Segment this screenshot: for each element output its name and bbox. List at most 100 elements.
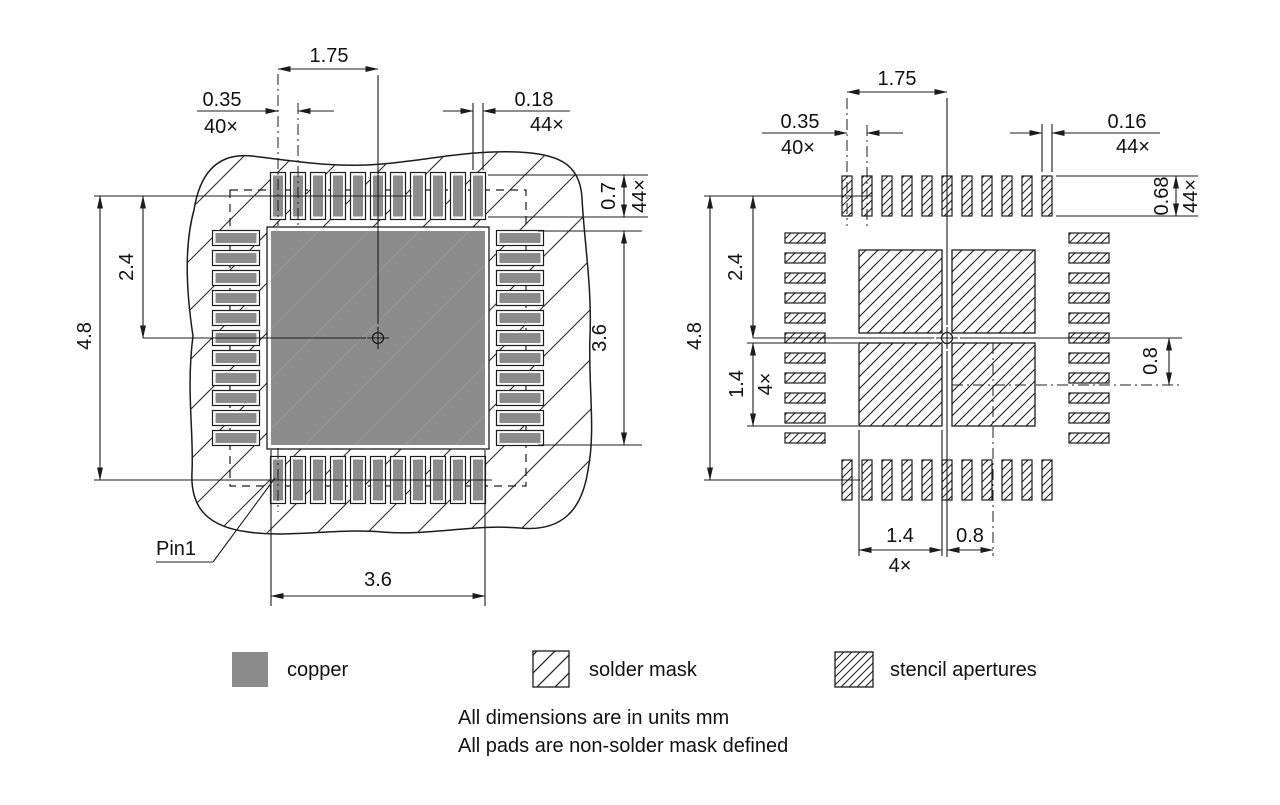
stencil-legend-label: stencil apertures	[890, 659, 1037, 681]
aperture-left	[784, 432, 826, 444]
pad-copper-right	[499, 433, 541, 443]
dim-label: 0.8	[1140, 347, 1162, 375]
dim-qty-label: 44×	[1180, 179, 1202, 213]
pad-copper-left	[215, 393, 257, 403]
dim-pad-length-left: 0.7 44×	[488, 174, 651, 218]
dim-label: 0.7	[598, 182, 620, 210]
note-nsmd: All pads are non-solder mask defined	[458, 735, 788, 757]
pad-copper-right	[499, 293, 541, 303]
dim-label: 0.35	[203, 89, 242, 111]
dim-center-offset-left: 2.4	[116, 195, 146, 339]
copper-pads	[211, 171, 545, 505]
aperture-right	[1068, 372, 1110, 384]
dim-qty-label: 44×	[530, 114, 564, 136]
aperture-top	[1041, 175, 1053, 217]
pad-copper-right	[499, 413, 541, 423]
solder-mask-swatch-hatch	[533, 651, 569, 687]
aperture-left	[784, 392, 826, 404]
pad-copper-left	[215, 313, 257, 323]
dim-square-size-side: 1.4 4×	[726, 342, 858, 427]
dim-qty-label: 4×	[755, 373, 777, 396]
center-crosshair-icon	[367, 327, 389, 349]
aperture-bottom	[1001, 459, 1013, 501]
aperture-bottom	[921, 459, 933, 501]
dim-qty-label: 44×	[1116, 136, 1150, 158]
solder-mask-legend-label: solder mask	[589, 659, 698, 681]
dim-label: 3.6	[364, 569, 392, 591]
dim-qty-label: 4×	[889, 555, 912, 577]
dim-label: 1.75	[310, 45, 349, 67]
aperture-top	[981, 175, 993, 217]
dim-center-offset-right: 2.4	[725, 195, 756, 339]
dim-label: 1.4	[726, 370, 748, 398]
aperture-top	[881, 175, 893, 217]
dim-label: 1.75	[878, 68, 917, 90]
stencil-swatch	[834, 651, 874, 688]
aperture-right	[1068, 232, 1110, 244]
pad-copper-right	[499, 353, 541, 363]
aperture-left	[784, 252, 826, 264]
aperture-left	[784, 312, 826, 324]
dim-label: 4.8	[684, 322, 706, 350]
aperture-right	[1068, 272, 1110, 284]
aperture-top	[1021, 175, 1033, 217]
pad-copper-right	[499, 313, 541, 323]
aperture-left	[784, 292, 826, 304]
pin1-callout: Pin1	[156, 477, 276, 563]
pad-copper-top	[413, 175, 423, 217]
aperture-right	[1068, 392, 1110, 404]
aperture-left	[784, 352, 826, 364]
center-crosshair-icon	[936, 327, 958, 349]
aperture-top	[901, 175, 913, 217]
aperture-top	[961, 175, 973, 217]
aperture-left	[784, 232, 826, 244]
stencil-apertures-view: 1.75 0.35 40× 0.16 44× 0.68 44×	[684, 68, 1202, 577]
pad-copper-right	[499, 253, 541, 263]
copper-swatch	[232, 652, 268, 687]
copper-solder-mask-view: 1.75 0.35 40× 0.18 44× 0.7 44×	[74, 45, 651, 606]
aperture-left	[784, 372, 826, 384]
dim-pad-width-left: 0.18 44×	[443, 89, 570, 170]
dim-pitch-left: 0.35 40×	[197, 89, 334, 226]
aperture-left	[784, 272, 826, 284]
dim-overall-right: 4.8	[684, 195, 872, 481]
legend: copper solder mask stencil apertures	[232, 650, 1037, 688]
aperture-right	[1068, 432, 1110, 444]
pad-copper-top	[433, 175, 443, 217]
dim-label: 2.4	[116, 253, 138, 281]
aperture-top	[1001, 175, 1013, 217]
dim-row-span-right-left: 3.6	[538, 230, 642, 446]
pad-copper-left	[215, 293, 257, 303]
dim-label: 0.68	[1151, 177, 1173, 216]
dim-label: 0.16	[1108, 111, 1147, 133]
dim-aperture-width-right: 0.16 44×	[1010, 111, 1160, 172]
dim-label: 4.8	[74, 322, 96, 350]
aperture-right	[1068, 312, 1110, 324]
pad-copper-left	[215, 433, 257, 443]
dim-qty-label: 44×	[629, 179, 651, 213]
pad-copper-left	[215, 413, 257, 423]
dim-aperture-length-right: 0.68 44×	[1056, 175, 1202, 217]
aperture-left	[784, 412, 826, 424]
dim-label: 2.4	[725, 253, 747, 281]
aperture-right	[1068, 412, 1110, 424]
pad-copper-left	[215, 273, 257, 283]
pad-copper-right	[499, 333, 541, 343]
aperture-top	[921, 175, 933, 217]
pad-copper-left	[215, 253, 257, 263]
aperture-bottom	[981, 459, 993, 501]
aperture-bottom	[961, 459, 973, 501]
dim-label: 1.4	[886, 525, 914, 547]
pad-copper-top	[453, 175, 463, 217]
pad-copper-left	[215, 233, 257, 243]
dim-label: 3.6	[589, 324, 611, 352]
dim-square-offset-bottom: 0.8	[946, 525, 994, 553]
dim-label: 0.35	[781, 111, 820, 133]
aperture-right	[1068, 292, 1110, 304]
pad-copper-right	[499, 373, 541, 383]
pad-copper-left	[215, 353, 257, 363]
pad-copper-left	[215, 373, 257, 383]
copper-legend-label: copper	[287, 659, 348, 681]
